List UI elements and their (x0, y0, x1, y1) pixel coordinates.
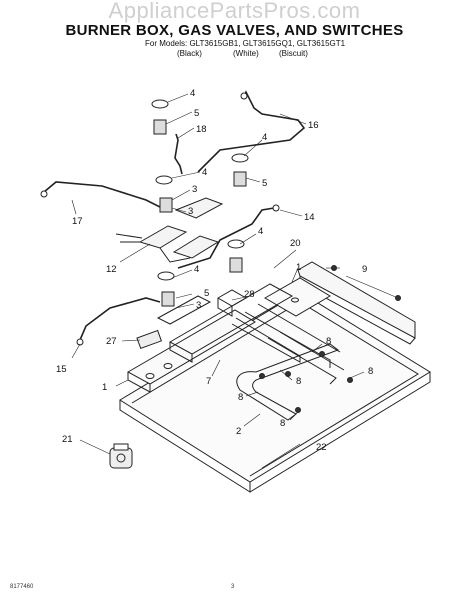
callout-12: 12 (106, 264, 117, 275)
gas-valve-1 (151, 99, 169, 135)
callout-5: 5 (194, 108, 199, 119)
callout-22: 22 (316, 442, 327, 453)
callout-5: 5 (204, 288, 209, 299)
callout-5: 5 (262, 178, 267, 189)
callout-2: 2 (236, 426, 241, 437)
gas-valve-5 (157, 271, 175, 307)
gas-valve-2 (231, 153, 249, 187)
callout-16: 16 (308, 120, 319, 131)
gas-tube-18 (174, 133, 183, 175)
callout-15: 15 (56, 364, 67, 375)
callout-7: 7 (206, 376, 211, 387)
callout-20: 20 (290, 238, 301, 249)
page-title: BURNER BOX, GAS VALVES, AND SWITCHES (65, 22, 404, 39)
page-number: 3 (231, 584, 235, 590)
callout-4: 4 (190, 88, 195, 99)
callout-17: 17 (72, 216, 83, 227)
color-white: (White) (233, 49, 259, 58)
callout-8: 8 (280, 418, 285, 429)
callout-9: 9 (362, 264, 367, 275)
gas-tube-16 (197, 90, 306, 173)
gas-tube-14 (177, 207, 275, 269)
callout-3: 3 (188, 206, 193, 217)
front-bracket (126, 309, 256, 393)
callout-8: 8 (368, 366, 373, 377)
callout-21: 21 (62, 434, 73, 445)
gas-tube-17 (43, 181, 163, 209)
callout-1: 1 (102, 382, 107, 393)
right-bracket (263, 277, 331, 317)
gas-tube-15 (79, 297, 161, 341)
callout-28: 28 (244, 289, 255, 300)
gas-valve-4 (227, 239, 245, 273)
burner-box-tray (119, 291, 431, 493)
callout-14: 14 (304, 212, 315, 223)
callout-4: 4 (258, 226, 263, 237)
callout-4: 4 (194, 264, 199, 275)
mounting-bracket (216, 289, 248, 317)
footer-code: 8177460 (10, 584, 34, 590)
valve-bracket (156, 295, 212, 325)
callout-8: 8 (238, 392, 243, 403)
callout-4: 4 (262, 132, 267, 143)
callout-27: 27 (106, 336, 117, 347)
callout-3: 3 (192, 184, 197, 195)
color-black: (Black) (177, 49, 202, 58)
gas-valve-3 (155, 175, 173, 213)
callout-3: 3 (196, 300, 201, 311)
callout-8: 8 (326, 336, 331, 347)
switch-harness (115, 197, 224, 263)
callout-4: 4 (202, 167, 207, 178)
color-biscuit: (Biscuit) (279, 49, 308, 58)
watermark: AppliancePartsPros.com (108, 0, 361, 23)
callout-1: 1 (296, 262, 301, 273)
callout-18: 18 (196, 124, 207, 135)
leader-lines (71, 93, 399, 469)
pressure-regulator (109, 443, 133, 469)
models-line: For Models: GLT3615GB1, GLT3615GQ1, GLT3… (145, 39, 346, 48)
callout-8: 8 (296, 376, 301, 387)
spark-module (136, 329, 163, 350)
